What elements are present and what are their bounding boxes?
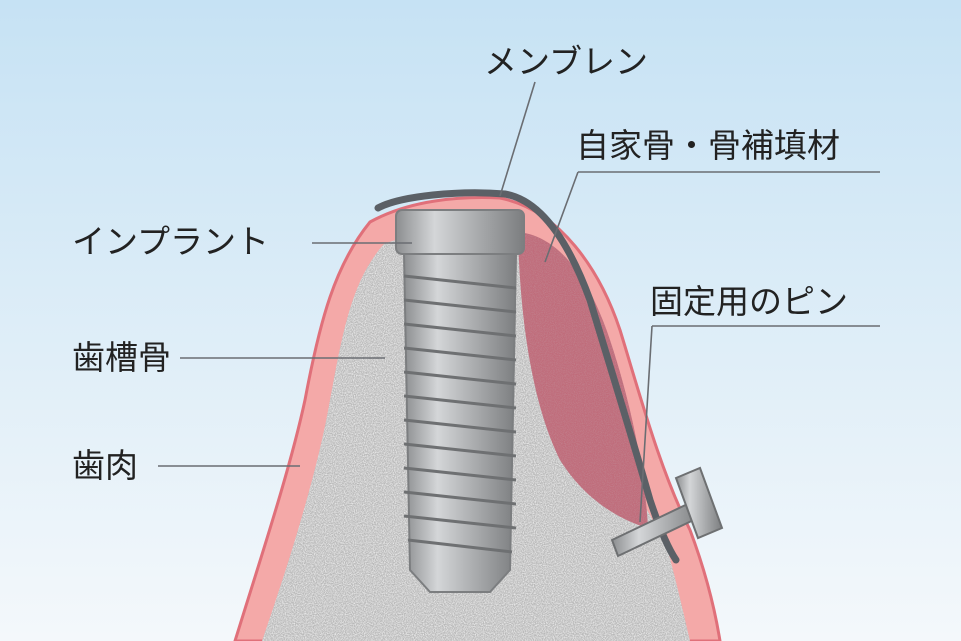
membrane-sheet bbox=[374, 189, 680, 564]
fixation-pin bbox=[610, 466, 724, 558]
bone-graft-material bbox=[518, 232, 648, 528]
leader-pin-diag bbox=[639, 325, 653, 523]
label-membrane: メンブレン bbox=[484, 42, 649, 81]
leader-lines bbox=[158, 81, 880, 523]
implant-body bbox=[395, 209, 525, 593]
label-implant: インプラント bbox=[72, 222, 270, 261]
leader-graft-diag bbox=[544, 171, 579, 263]
label-fixation-pin: 固定用のピン bbox=[650, 282, 848, 321]
leader-membrane bbox=[499, 81, 536, 197]
label-bone-graft: 自家骨・骨補填材 bbox=[576, 126, 840, 165]
label-alveolar-bone: 歯槽骨 bbox=[72, 338, 171, 377]
implant-threads bbox=[403, 274, 517, 554]
label-gum: 歯肉 bbox=[72, 446, 138, 485]
